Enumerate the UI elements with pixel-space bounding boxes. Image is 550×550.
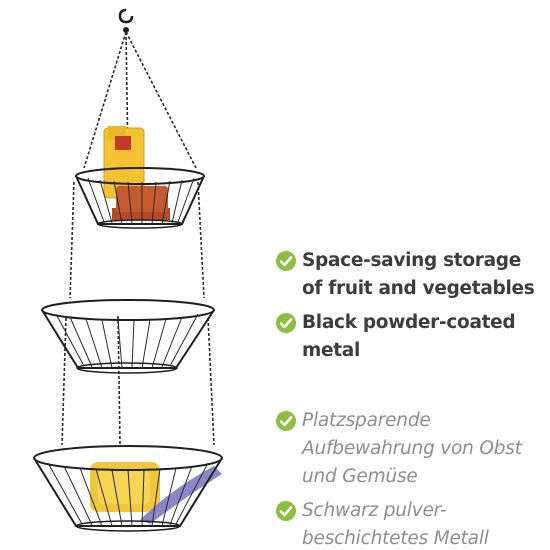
feature-text: Schwarz pulver-beschichtetes Metall: [302, 500, 489, 549]
top-chains: [61, 31, 215, 446]
section-spacer: [276, 371, 546, 407]
feature-item-de-1: Platzsparende Aufbewahrung von Obst und …: [276, 407, 546, 491]
checkmark-icon: [276, 251, 296, 271]
feature-item-de-2: Schwarz pulver-beschichtetes Metall: [276, 497, 546, 550]
checkmark-icon: [276, 411, 296, 431]
hanging-basket-image: [33, 8, 223, 532]
hook-icon: [118, 8, 134, 33]
checkmark-icon: [276, 501, 296, 521]
basket-bottom: [33, 445, 223, 532]
feature-item-en-2: Black powder-coated metal: [276, 309, 546, 365]
feature-list: Space-saving storage of fruit and vegeta…: [276, 247, 546, 550]
checkmark-icon: [276, 313, 296, 333]
feature-text: Platzsparende Aufbewahrung von Obst und …: [302, 410, 522, 487]
feature-text: Space-saving storage of fruit and vegeta…: [302, 250, 535, 299]
feature-item-en-1: Space-saving storage of fruit and vegeta…: [276, 247, 546, 303]
basket-middle: [41, 299, 215, 374]
feature-text: Black powder-coated metal: [302, 312, 516, 361]
basket-top: [75, 126, 205, 229]
